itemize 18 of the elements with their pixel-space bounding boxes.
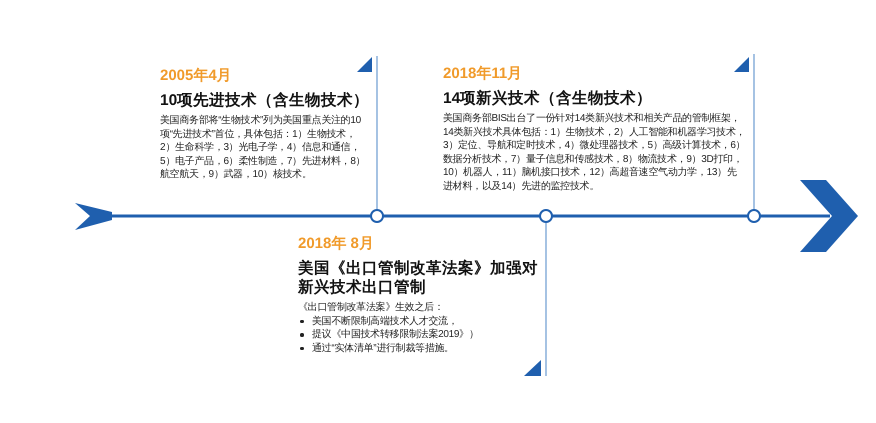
date-label: 2018年11月 bbox=[443, 64, 524, 84]
bullet-item: 通过“实体清单”进行制裁等措施。 bbox=[298, 342, 538, 356]
heading: 14项新兴技术（含生物技术） bbox=[443, 89, 654, 108]
timeline-marker bbox=[539, 209, 553, 223]
heading: 美国《出口管制改革法案》加强对新兴技术出口管制 bbox=[298, 259, 538, 297]
heading: 10项先进技术（含生物技术） bbox=[160, 91, 369, 110]
leader-line bbox=[545, 223, 547, 376]
leader-line bbox=[376, 56, 378, 209]
date-label: 2018年 8月 bbox=[298, 234, 375, 254]
timeline-marker bbox=[370, 209, 384, 223]
date-label: 2005年4月 bbox=[160, 66, 233, 86]
leader-line bbox=[753, 54, 755, 209]
timeline-marker bbox=[747, 209, 761, 223]
body-text: 《出口管制改革法案》生效之后： bbox=[298, 301, 445, 315]
body-text: 美国商务部BIS出台了一份针对14类新兴技术和相关产品的管制框架，14类新兴技术具体包括：1）生物技术，2）人工智能和机器学习技术，3）定位、导航和定时技术，4）微处理器技术，5）高级计算技术，6）数据分析技术，7）量子信息和传感技术，8）物流技术，9）3D打印，10）机器人，11）脑机接口技术，12）高超音速空气动力学，13）先进材料，以及14）先进的监控技术。 bbox=[443, 112, 746, 194]
bullet-item: 美国不断限制高端技术人才交流， bbox=[298, 314, 538, 328]
bullet-item: 提议《中国技术转移限制法案2019》） bbox=[298, 328, 538, 342]
body-text: 美国商务部将“生物技术”列为美国重点关注的10项“先进技术”首位，具体包括：1）生物技术，2）生命科学，3）光电子学，4）信息和通信，5）电子产品，6）柔性制造，7）先进材料，8）航空航天，9）武器，10）核技术。 bbox=[160, 114, 366, 182]
